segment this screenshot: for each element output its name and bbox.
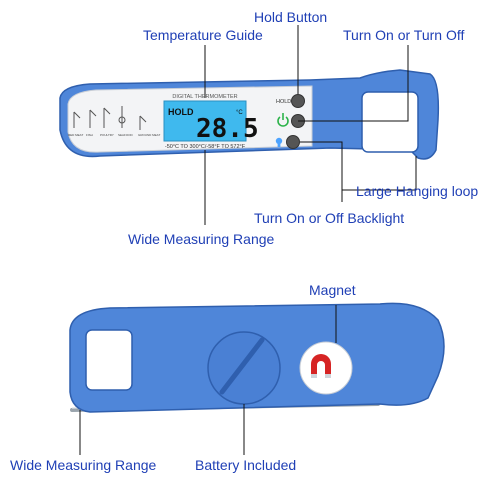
hold-button-callout: Hold Button xyxy=(254,9,328,25)
magnet-callout: Magnet xyxy=(309,282,356,298)
thermometer-back xyxy=(69,302,445,413)
guide-label: POULTRY xyxy=(100,133,114,137)
backlight-button[interactable] xyxy=(286,135,300,149)
device-range-text: -50°C TO 300°C/-58°F TO 572°F xyxy=(165,144,246,150)
hold-button[interactable] xyxy=(291,94,305,108)
back-hanging-loop-hole xyxy=(85,329,133,391)
backlight-callout: Turn On or Off Backlight xyxy=(254,210,405,226)
lcd-mode-text: HOLD xyxy=(168,107,194,117)
guide-label: RED MEAT xyxy=(68,133,83,137)
guide-label: GROUND MEAT xyxy=(138,133,160,137)
hanging-loop-hole xyxy=(361,91,419,153)
power-icon xyxy=(277,113,289,127)
lcd-reading: 28.5 xyxy=(196,114,259,144)
hanging-loop-callout: Large Hanging loop xyxy=(356,183,479,199)
lcd-screen xyxy=(163,100,247,142)
guide-label: SEAFOOD xyxy=(118,133,134,137)
callout-lines-top xyxy=(204,25,417,225)
thermometer-front xyxy=(59,69,440,160)
magnet-icon xyxy=(311,354,331,378)
wide-range-top-callout: Wide Measuring Range xyxy=(128,231,275,247)
wide-range-bottom-callout: Wide Measuring Range xyxy=(10,457,157,473)
device-brand-text: DIGITAL THERMOMETER xyxy=(172,94,237,100)
hold-button-label: HOLD xyxy=(276,99,291,105)
callout-lines-bottom xyxy=(79,305,337,455)
turn-on-off-callout: Turn On or Turn Off xyxy=(343,27,465,43)
battery-callout: Battery Included xyxy=(195,457,297,473)
guide-label: FISH xyxy=(86,133,93,137)
lcd-unit: °C xyxy=(236,110,243,116)
temperature-guide-icons xyxy=(73,106,147,130)
guide-labels: RED MEAT FISH POULTRY SEAFOOD GROUND MEA… xyxy=(68,133,160,137)
bulb-icon xyxy=(275,137,283,147)
battery-cover xyxy=(207,331,281,405)
temperature-guide-callout: Temperature Guide xyxy=(143,27,263,43)
